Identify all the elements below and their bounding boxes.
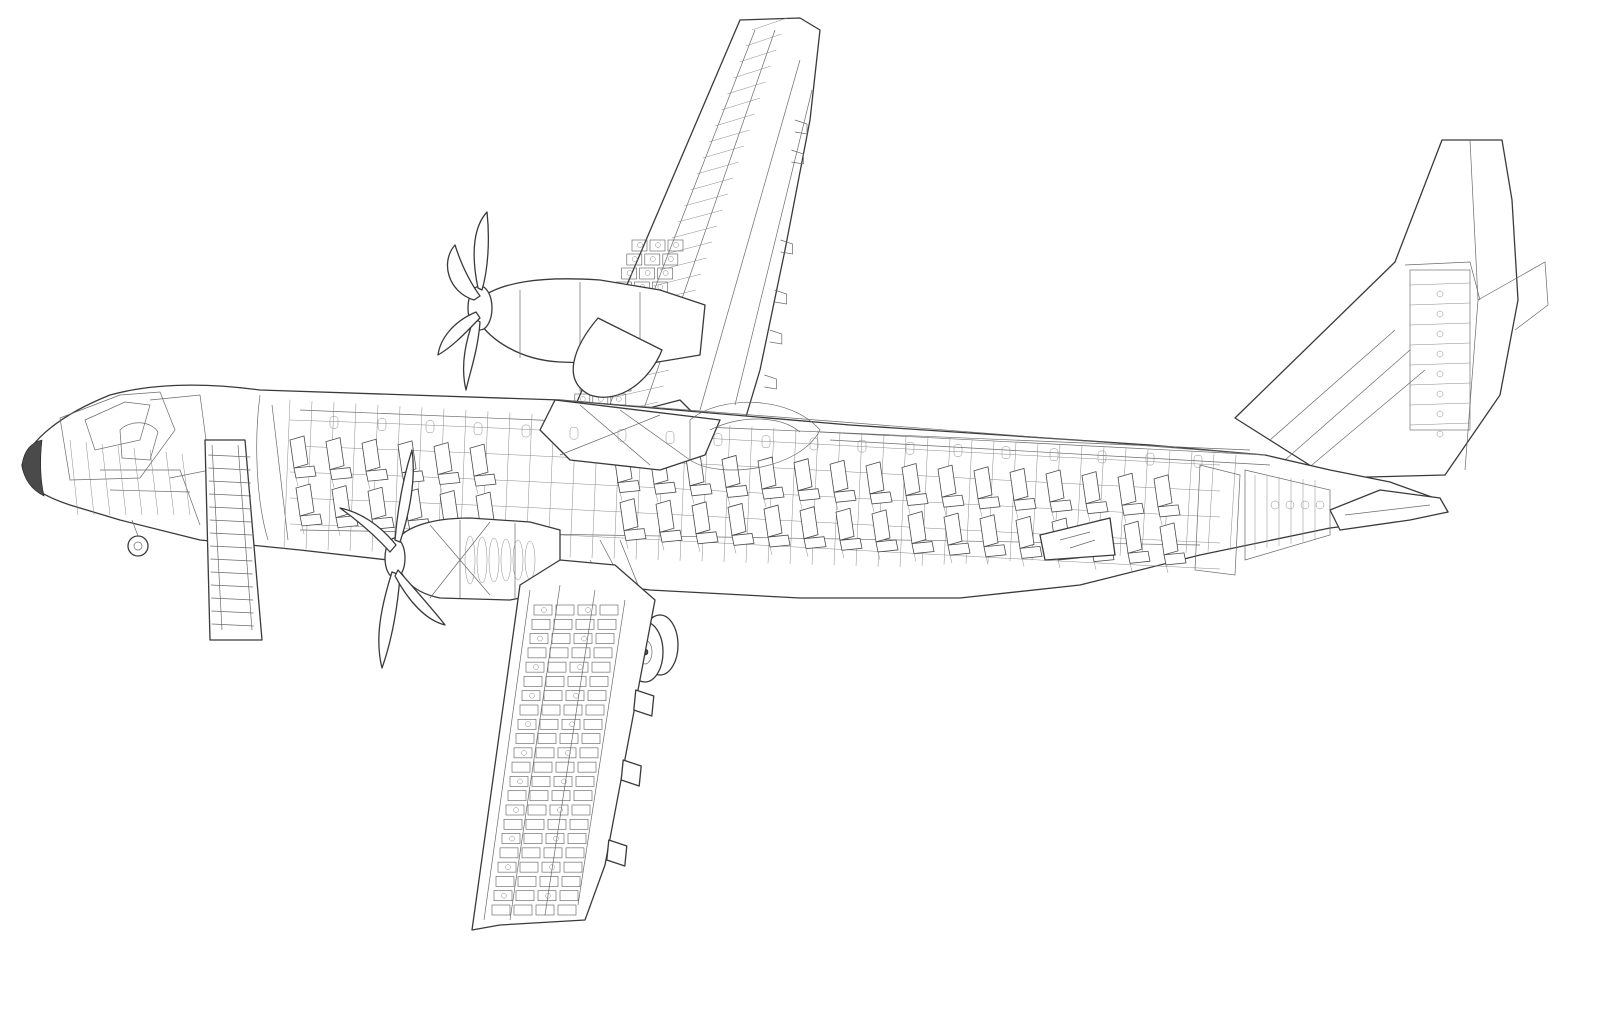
passenger-seats bbox=[289, 435, 1187, 573]
seat bbox=[469, 443, 497, 495]
seat bbox=[865, 461, 893, 512]
seat bbox=[1045, 469, 1073, 521]
engine-internals bbox=[464, 535, 536, 585]
seat bbox=[727, 502, 755, 554]
seat bbox=[799, 506, 827, 557]
seat bbox=[433, 441, 461, 493]
seat bbox=[1153, 474, 1181, 525]
near-wing-structure bbox=[491, 604, 619, 916]
cockpit-structure bbox=[69, 394, 211, 516]
seat bbox=[937, 464, 965, 516]
seat bbox=[721, 454, 749, 506]
fin-structure bbox=[1409, 282, 1471, 438]
nose-wheel bbox=[127, 535, 149, 557]
seat bbox=[295, 483, 323, 535]
seat bbox=[835, 507, 863, 559]
seat bbox=[979, 514, 1007, 565]
horizontal-tailplane bbox=[1329, 489, 1449, 531]
seat bbox=[1123, 520, 1151, 572]
seat bbox=[325, 437, 353, 488]
near-wing bbox=[471, 559, 656, 931]
near-engine bbox=[339, 449, 561, 669]
seat bbox=[757, 456, 785, 508]
seat bbox=[289, 435, 317, 487]
seat bbox=[907, 511, 935, 562]
rear-cargo-door bbox=[1039, 517, 1116, 561]
seat bbox=[1009, 467, 1037, 519]
seat bbox=[1117, 472, 1145, 524]
seat bbox=[973, 466, 1001, 517]
seat bbox=[829, 459, 857, 511]
seat bbox=[685, 453, 713, 504]
seat bbox=[655, 499, 683, 551]
far-engine bbox=[437, 211, 706, 398]
seat bbox=[1081, 471, 1109, 522]
cabin-windows bbox=[329, 416, 1203, 468]
rear-fuselage-structure bbox=[1194, 464, 1331, 576]
seat bbox=[1159, 522, 1187, 573]
seat bbox=[793, 458, 821, 509]
flap-track-fairings bbox=[606, 689, 655, 867]
seat bbox=[1015, 515, 1043, 567]
nose-cone bbox=[21, 439, 45, 497]
airstair-door bbox=[204, 439, 263, 641]
seat bbox=[763, 504, 791, 556]
seat bbox=[871, 509, 899, 560]
wing-centre-section bbox=[539, 399, 821, 471]
cockpit bbox=[21, 391, 211, 557]
seat bbox=[943, 512, 971, 564]
vertical-fin bbox=[1234, 139, 1549, 479]
seat bbox=[361, 438, 389, 490]
seat bbox=[691, 501, 719, 552]
seat bbox=[901, 463, 929, 514]
seat bbox=[619, 498, 647, 549]
